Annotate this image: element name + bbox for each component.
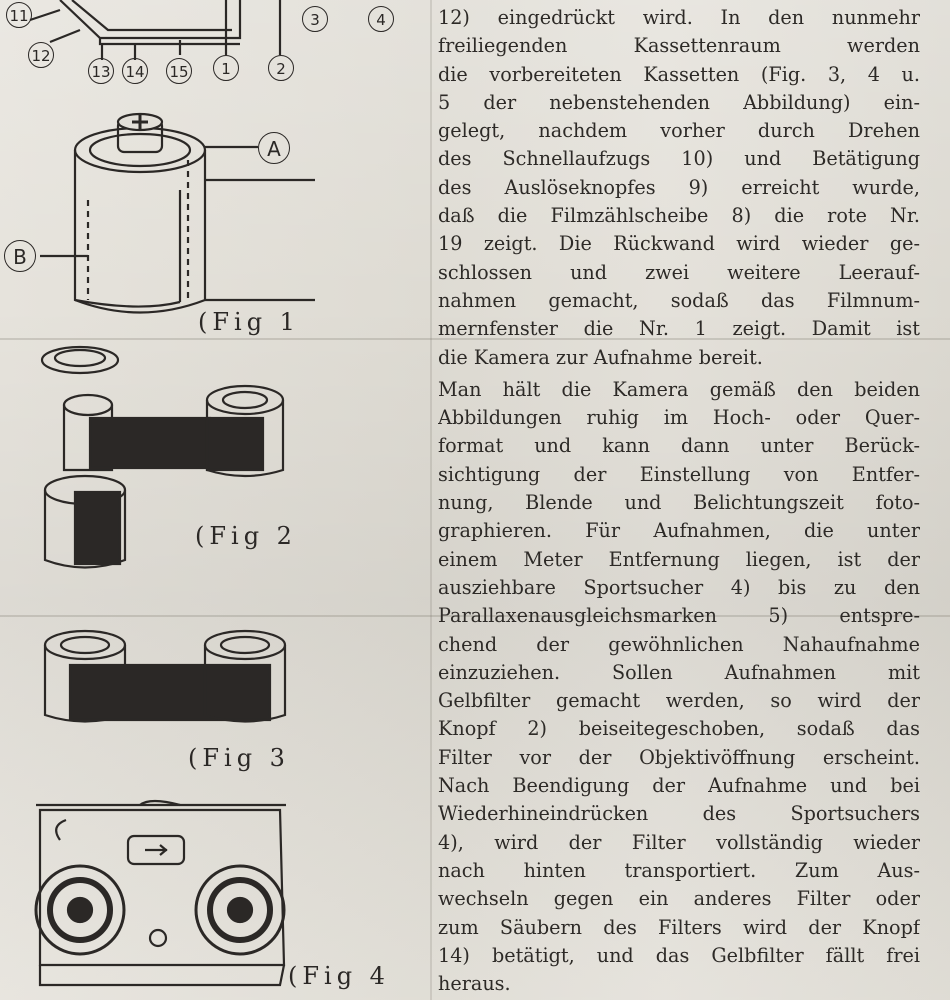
text-line: 5 der nebenstehenden Abbildung) ein-: [438, 90, 920, 114]
text-line: des Auslöseknopfes 9) erreicht wurde,: [438, 175, 920, 199]
text-line: sichtigung der Einstellung von Entfer-: [438, 462, 920, 486]
text-line: chend der gewöhnlichen Nahaufnahme: [438, 632, 920, 656]
text-line: graphieren. Für Aufnahmen, die unter: [438, 519, 920, 543]
text-line: format und kann dann unter Berück-: [438, 434, 920, 458]
text-line: Wiederhineindrücken des Sportsuchers: [438, 802, 920, 826]
text-line: Abbildungen ruhig im Hoch- oder Quer-: [438, 406, 920, 430]
fig2-caption: (Fig 2: [195, 522, 297, 550]
fold-crease: [0, 615, 950, 617]
fig3-cassettes-drawing: [43, 629, 287, 723]
fig4-caption: (Fig 4: [288, 962, 390, 990]
callout-4: 4: [368, 6, 394, 32]
text-line: 19 zeigt. Die Rückwand wird wieder ge-: [438, 232, 920, 256]
instruction-text-column: 12) eingedrückt wird. In den nunmehr fre…: [438, 4, 920, 998]
paragraph-loading-cassettes: 12) eingedrückt wird. In den nunmehr fre…: [438, 4, 920, 372]
callout-3: 3: [302, 6, 328, 32]
callout-12: 12: [28, 42, 54, 68]
callout-11: 11: [6, 2, 32, 28]
text-line: 14) betätigt, und das Gelbfilter fällt f…: [438, 943, 920, 967]
fig3-caption: (Fig 3: [188, 744, 290, 772]
text-line: schlossen und zwei weitere Leerauf-: [438, 260, 920, 284]
fold-crease: [0, 338, 950, 340]
text-line: freiliegenden Kassettenraum werden: [438, 34, 920, 58]
fig2-cassettes-drawing: [40, 345, 285, 569]
illustrations-svg: [29, 0, 315, 987]
text-line: 12) eingedrückt wird. In den nunmehr: [438, 6, 920, 29]
callout-13: 13: [88, 58, 114, 84]
callout-2: 2: [268, 55, 294, 81]
callout-a: A: [258, 132, 290, 164]
callout-14: 14: [122, 58, 148, 84]
text-line: die Kamera zur Aufnahme bereit.: [438, 345, 763, 369]
fig4-camera-drawing: [34, 799, 286, 987]
fig1-cassette-drawing: [40, 112, 315, 314]
text-line: Nach Beendigung der Aufnahme und bei: [438, 774, 920, 798]
text-line: nung, Blende und Belichtungszeit foto-: [438, 491, 920, 515]
text-line: Parallaxenausgleichsmarken 5) entspre-: [438, 604, 920, 628]
text-line: Knopf 2) beiseitegeschoben, sodaß das: [438, 717, 920, 741]
fig1-caption: (Fig 1: [198, 308, 300, 336]
text-line: die vorbereiteten Kassetten (Fig. 3, 4 u…: [438, 62, 920, 86]
text-line: Man hält die Kamera gemäß den beiden: [438, 377, 920, 401]
text-line: Gelbfilter gemacht werden, so wird der: [438, 689, 920, 713]
text-line: zum Säubern des Filters wird der Knopf: [438, 915, 920, 939]
paragraph-taking-photos: Man hält die Kamera gemäß den beiden Abb…: [438, 376, 920, 999]
text-line: heraus.: [438, 972, 511, 996]
text-line: daß die Filmzählscheibe 8) die rote Nr.: [438, 204, 920, 228]
callout-b: B: [4, 240, 36, 272]
callout-15: 15: [166, 58, 192, 84]
text-line: Filter vor der Objektivöffnung erscheint…: [438, 745, 920, 769]
text-line: einem Meter Entfernung liegen, ist der: [438, 547, 920, 571]
text-line: ausziehbare Sportsucher 4) bis zu den: [438, 575, 920, 599]
text-line: wechseln gegen ein anderes Filter oder: [438, 887, 920, 911]
text-line: gelegt, nachdem vorher durch Drehen: [438, 119, 920, 143]
text-line: des Schnellaufzugs 10) und Betätigung: [438, 147, 920, 171]
fold-crease: [430, 0, 432, 1000]
text-line: nahmen gemacht, sodaß das Filmnum-: [438, 288, 920, 312]
text-line: einzuziehen. Sollen Aufnahmen mit: [438, 660, 920, 684]
text-line: mernfenster die Nr. 1 zeigt. Damit ist: [438, 317, 920, 341]
text-line: 4), wird der Filter vollständig wieder: [438, 830, 920, 854]
illustration-column: 11 12 13 14 15 1 2 3 4 A B (Fig 1 (Fig 2…: [0, 0, 430, 1000]
callout-1: 1: [213, 55, 239, 81]
camera-top-partial-drawing: [29, 0, 282, 60]
text-line: nach hinten transportiert. Zum Aus-: [438, 858, 920, 882]
